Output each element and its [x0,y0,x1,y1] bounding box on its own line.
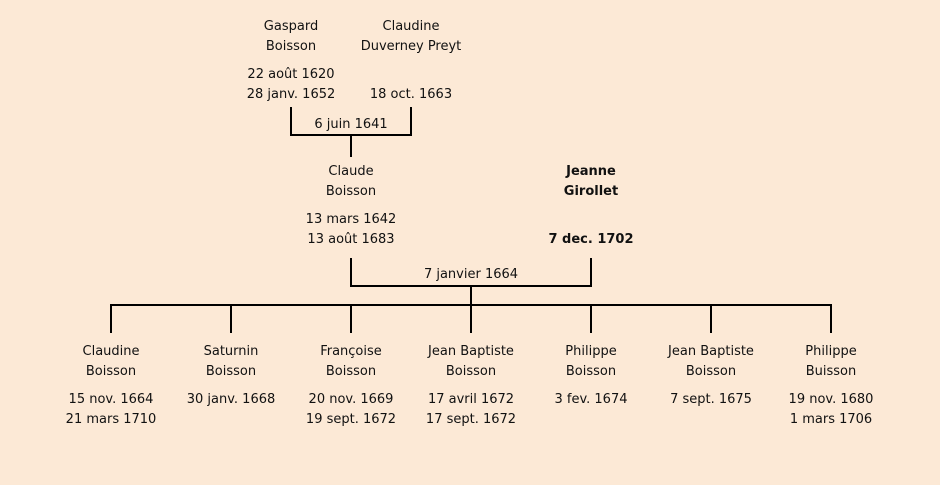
person-birth-date: 19 nov. 1680 [788,392,874,407]
person-first-name: Jean Baptiste [668,344,754,359]
child-2: Saturnin Boisson 30 janv. 1668 [161,342,301,410]
child-6: Jean Baptiste Boisson 7 sept. 1675 [641,342,781,410]
person-last-name: Boisson [205,364,257,379]
child-5: Philippe Boisson 3 fev. 1674 [521,342,661,410]
person-last-name: Buisson [805,364,857,379]
person-claudine-duverney-preyt: Claudine Duverney Preyt 18 oct. 1663 [341,17,481,105]
person-birth-date: 3 fev. 1674 [554,392,628,407]
person-last-name: Boisson [85,364,137,379]
person-last-name: Boisson [685,364,737,379]
person-first-name: Claudine [382,19,440,34]
person-first-name: Françoise [320,344,382,359]
person-last-name: Boisson [325,184,377,199]
person-last-name: Duverney Preyt [360,39,462,54]
person-birth-date: 22 août 1620 [247,67,335,82]
parents-marriage-date: 7 janvier 1664 [423,267,519,282]
person-last-name: Boisson [565,364,617,379]
person-birth-date: 17 avril 1672 [427,392,515,407]
person-death-date: 28 janv. 1652 [246,87,336,102]
child-1: Claudine Boisson 15 nov. 1664 21 mars 17… [41,342,181,430]
person-last-name: Boisson [445,364,497,379]
person-first-name: Gaspard [263,19,319,34]
person-death-date: 13 août 1683 [307,232,395,247]
person-first-name: Claude [328,164,374,179]
person-last-name: Girollet [563,184,619,199]
person-birth-date: 13 mars 1642 [305,212,397,227]
child-3: Françoise Boisson 20 nov. 1669 19 sept. … [281,342,421,430]
person-last-name: Boisson [325,364,377,379]
person-birth-date: 15 nov. 1664 [68,392,154,407]
child-4: Jean Baptiste Boisson 17 avril 1672 17 s… [401,342,541,430]
person-first-name: Claudine [82,344,140,359]
grandparents-marriage-date: 6 juin 1641 [314,117,388,132]
child-7: Philippe Buisson 19 nov. 1680 1 mars 170… [761,342,901,430]
person-birth-date: 7 sept. 1675 [670,392,752,407]
person-death-date: 17 sept. 1672 [425,412,517,427]
person-first-name: Philippe [805,344,857,359]
person-first-name: Jeanne [566,164,616,179]
person-death-date: 18 oct. 1663 [369,87,453,102]
person-first-name: Jean Baptiste [428,344,514,359]
person-death-date: 7 dec. 1702 [548,232,634,247]
person-claude-boisson: Claude Boisson 13 mars 1642 13 août 1683 [281,162,421,250]
person-birth-date: 30 janv. 1668 [186,392,276,407]
person-first-name: Philippe [565,344,617,359]
person-birth-date [341,65,481,85]
person-last-name: Boisson [265,39,317,54]
person-jeanne-girollet: Jeanne Girollet 7 dec. 1702 [521,162,661,250]
person-death-date: 21 mars 1710 [65,412,157,427]
person-gaspard-boisson: Gaspard Boisson 22 août 1620 28 janv. 16… [221,17,361,105]
person-death-date: 1 mars 1706 [789,412,873,427]
person-death-date: 19 sept. 1672 [305,412,397,427]
person-first-name: Saturnin [203,344,259,359]
person-birth-date [521,210,661,230]
person-birth-date: 20 nov. 1669 [308,392,394,407]
